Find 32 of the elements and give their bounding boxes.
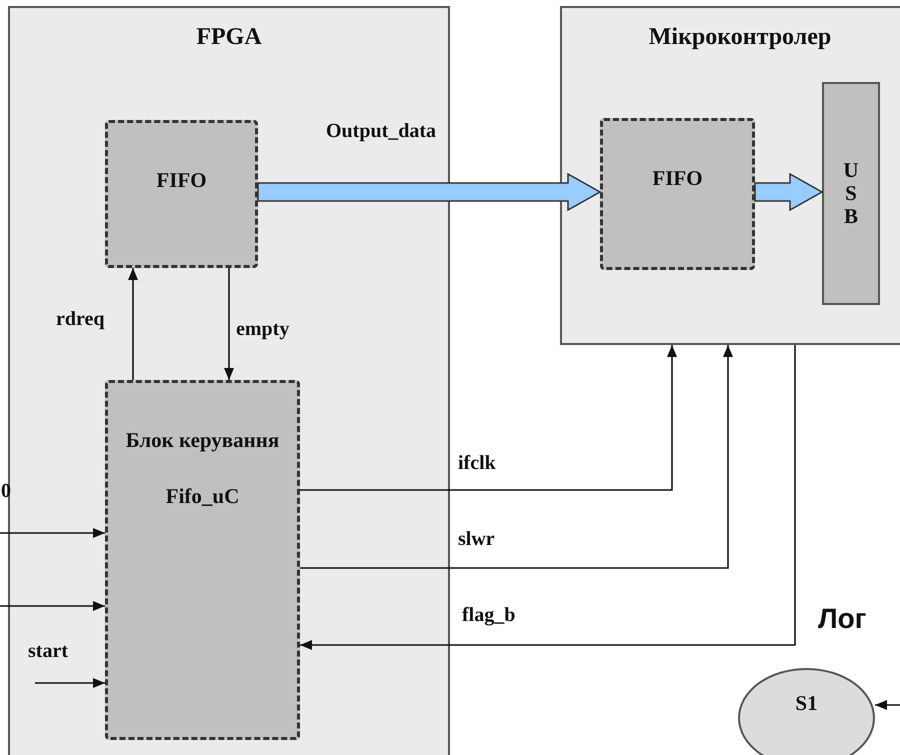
port-label: USB bbox=[842, 158, 860, 228]
signal-arrow bbox=[128, 268, 138, 380]
signal-arrow bbox=[0, 528, 105, 538]
edge-label: rdreq bbox=[56, 308, 105, 331]
signal-arrow bbox=[875, 700, 900, 710]
panel-title: Мікроконтролер bbox=[648, 23, 832, 52]
edge-label: empty bbox=[236, 318, 290, 341]
signal-arrow bbox=[0, 601, 105, 611]
edge-label: flag_b bbox=[462, 604, 516, 627]
chip-panel bbox=[560, 6, 900, 345]
block-label: Fifo_uC bbox=[166, 483, 240, 510]
signal-arrow bbox=[224, 268, 234, 380]
edge-label: ifclk bbox=[458, 452, 496, 475]
state-label: S1 bbox=[795, 690, 818, 716]
edge-label: Output_data bbox=[326, 120, 436, 143]
signal-arrow bbox=[300, 345, 733, 569]
block-label: FIFO bbox=[156, 167, 207, 194]
edge-label: start bbox=[28, 640, 68, 663]
block-label: Блок керування bbox=[126, 427, 280, 454]
block-box bbox=[600, 118, 755, 270]
signal-arrow bbox=[35, 678, 105, 688]
block-box bbox=[105, 380, 300, 740]
signal-arrow bbox=[300, 345, 796, 650]
edge-label: slwr bbox=[458, 528, 495, 551]
block-label: FIFO bbox=[652, 165, 703, 192]
data-flow-arrow bbox=[257, 172, 602, 212]
port-bar bbox=[822, 82, 880, 305]
block-box bbox=[105, 120, 258, 268]
signal-arrow bbox=[300, 345, 677, 491]
data-flow-arrow bbox=[754, 172, 824, 212]
text-label: Лог bbox=[818, 603, 866, 635]
panel-title: FPGA bbox=[196, 23, 262, 52]
